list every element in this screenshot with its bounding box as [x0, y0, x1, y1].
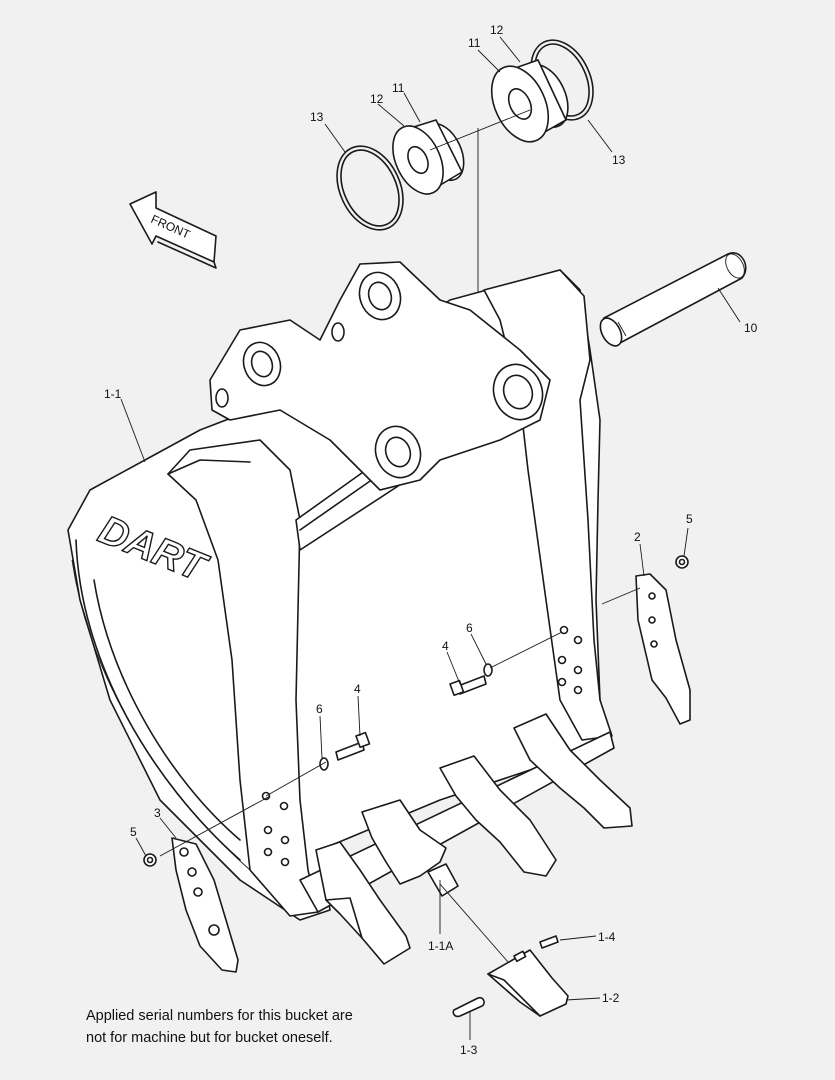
- leader-lines: [120, 36, 741, 1040]
- label-2: 2: [634, 530, 641, 544]
- pin: [599, 252, 747, 347]
- label-1-2: 1-2: [602, 991, 620, 1005]
- label-13-left: 13: [310, 110, 324, 124]
- label-12-left: 12: [370, 92, 384, 106]
- tooth-4: [513, 713, 633, 829]
- note-line-1: Applied serial numbers for this bucket a…: [86, 1008, 353, 1024]
- nut-left: [143, 853, 157, 867]
- label-12-right: 12: [490, 23, 504, 37]
- washer-left: [319, 757, 329, 771]
- label-3: 3: [154, 806, 161, 820]
- bucket-body: DART: [67, 261, 615, 921]
- tooth-lock: [539, 935, 559, 949]
- bushing-left: [392, 119, 465, 195]
- side-cutter-right: [635, 573, 691, 725]
- label-1-1a: 1-1A: [428, 939, 453, 953]
- bushing-right: [490, 59, 569, 143]
- label-6-right: 6: [466, 621, 473, 635]
- label-6-left: 6: [316, 702, 323, 716]
- label-5-right: 5: [686, 512, 693, 526]
- label-5-left: 5: [130, 825, 137, 839]
- part-labels: 1-1 10 13 13 12 11 11 12 2 5 3 5 4 6 4 6…: [104, 23, 758, 1057]
- label-11-right: 11: [468, 36, 481, 50]
- label-1-4: 1-4: [598, 930, 616, 944]
- nut-right: [675, 555, 689, 569]
- bolt-right: [449, 675, 487, 697]
- tooth-pin: [452, 996, 485, 1018]
- label-4-right: 4: [442, 639, 449, 653]
- label-4-left: 4: [354, 682, 361, 696]
- adapter-pin: [427, 863, 459, 897]
- tooth-1: [315, 841, 411, 965]
- washer-right: [483, 663, 493, 677]
- front-arrow: FRONT: [129, 191, 217, 269]
- loose-tooth: [487, 949, 569, 1017]
- label-1-3: 1-3: [460, 1043, 478, 1057]
- tooth-3: [439, 755, 557, 877]
- label-13-right: 13: [612, 153, 626, 167]
- tooth-2: [361, 799, 447, 885]
- serial-number-note: Applied serial numbers for this bucket a…: [86, 1005, 426, 1049]
- o-ring-left: [336, 145, 404, 231]
- label-11-left: 11: [392, 81, 405, 95]
- label-1-1: 1-1: [104, 387, 122, 401]
- side-cutter-left: [171, 837, 239, 973]
- note-line-2: not for machine but for bucket oneself.: [86, 1030, 333, 1046]
- label-10: 10: [744, 321, 758, 335]
- bolt-left: [335, 731, 371, 761]
